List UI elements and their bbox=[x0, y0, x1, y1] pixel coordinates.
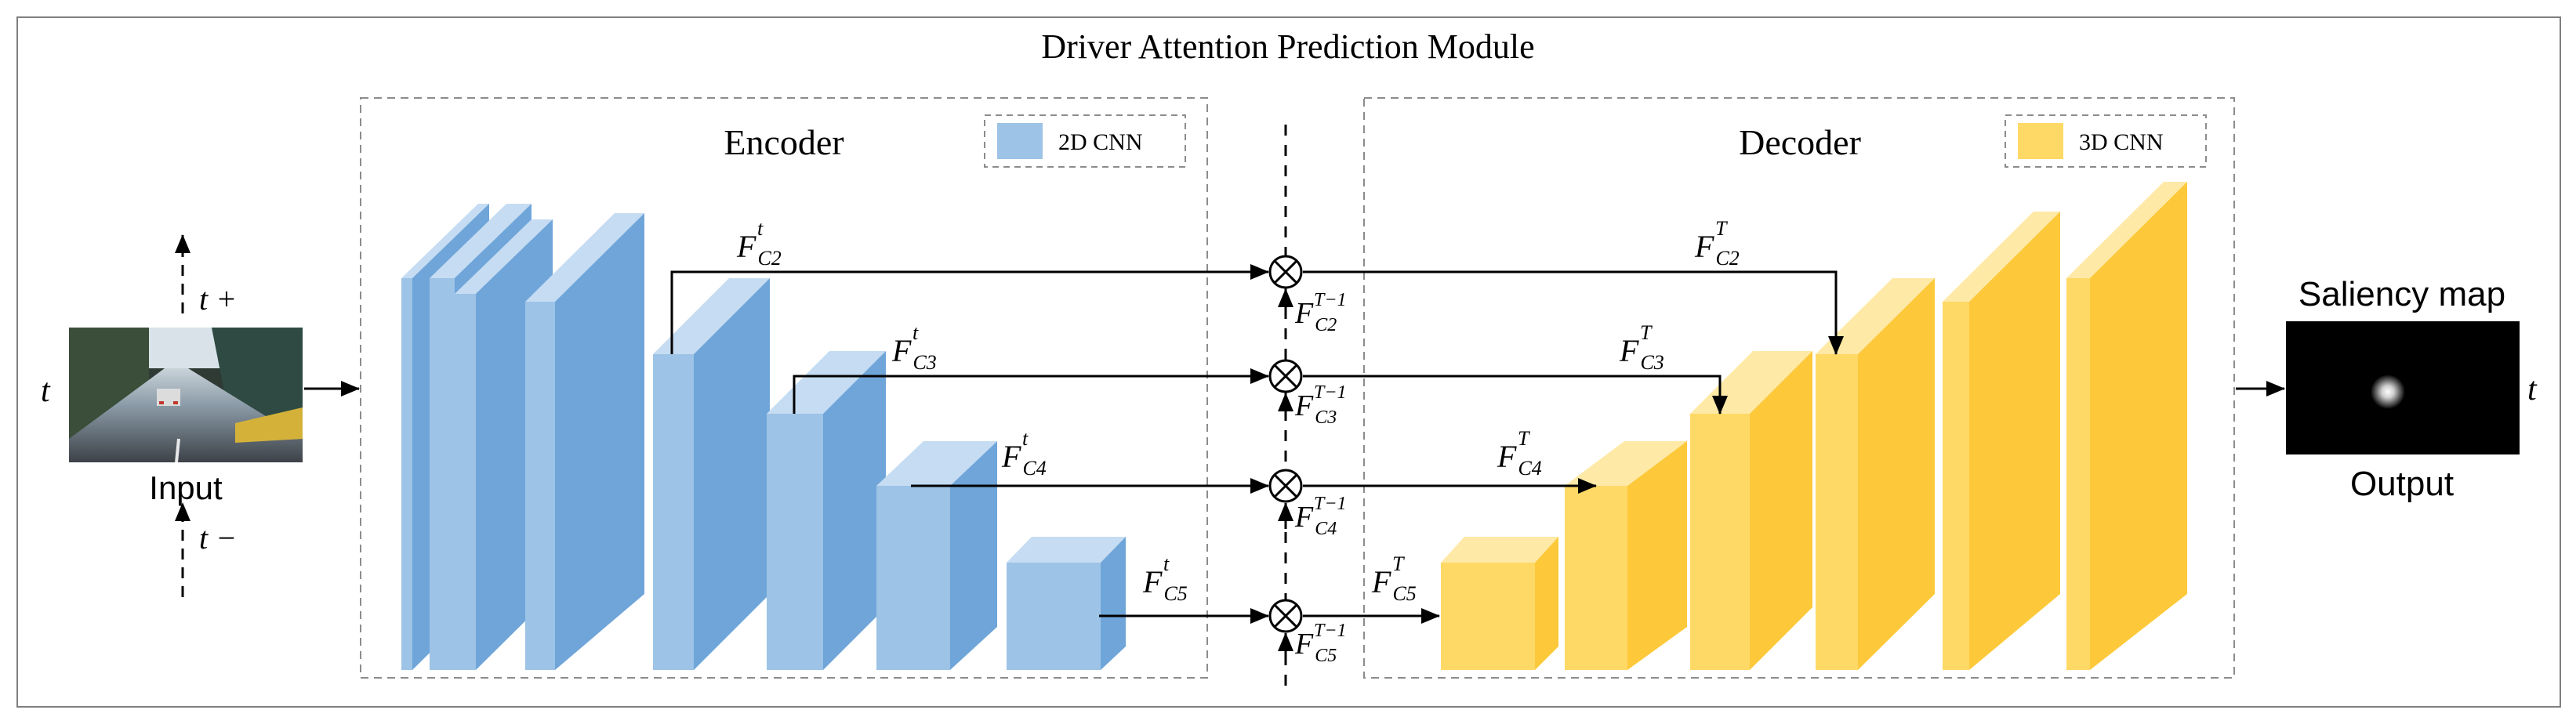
fusion-label-c3-sup: T−1 bbox=[1314, 382, 1347, 403]
skip-c2-decoder bbox=[1303, 270, 1844, 355]
decoder-feature-labels: FC2 T FC3 T FC4 T FC5 T bbox=[1371, 217, 1740, 605]
decoder-label-c5: FC5 bbox=[1371, 564, 1417, 605]
fusion-labels: FC2 T−1 FC3 T−1 FC4 T−1 FC5 T−1 bbox=[1294, 290, 1347, 666]
saliency-map-heading: Saliency map bbox=[2298, 275, 2505, 313]
decoder-box bbox=[1363, 97, 2235, 679]
encoder-label-c2: FC2 bbox=[736, 229, 782, 270]
decoder-legend-label: 3D CNN bbox=[2079, 129, 2164, 155]
encoder-label-c3: FC3 bbox=[891, 333, 937, 374]
decoder-legend-box bbox=[2005, 114, 2207, 168]
input-caption: Input bbox=[149, 469, 223, 506]
decoder-block-2 bbox=[1565, 441, 1687, 670]
fusion-label-c4: FC4 bbox=[1294, 501, 1337, 539]
module-title: Driver Attention Prediction Module bbox=[1041, 27, 1534, 66]
module-frame bbox=[16, 16, 2561, 708]
encoder-blocks bbox=[401, 204, 1126, 670]
encoder-legend-swatch bbox=[997, 123, 1043, 159]
skip-c3-encoder bbox=[793, 368, 1269, 414]
encoder-block-2 bbox=[525, 213, 644, 670]
encoder-label-c5: FC5 bbox=[1142, 564, 1188, 605]
fusion-op-c5 bbox=[1268, 599, 1303, 633]
encoder-block-6 bbox=[1007, 537, 1126, 670]
skip-c2-encoder bbox=[670, 264, 1269, 354]
decoder-label-c4: FC4 bbox=[1497, 439, 1542, 480]
decoder-title: Decoder bbox=[1739, 122, 1861, 162]
decoder-label-c2-sup: T bbox=[1715, 217, 1728, 240]
encoder-label-c2-sup: t bbox=[757, 217, 764, 240]
encoder-box bbox=[360, 97, 1208, 679]
decoder-label-c3: FC3 bbox=[1619, 333, 1664, 374]
skip-c3-decoder bbox=[1303, 375, 1728, 415]
input-time-label: t bbox=[41, 373, 51, 409]
decoder-block-4 bbox=[1816, 278, 1935, 670]
fusion-label-c4-sup: T−1 bbox=[1314, 494, 1347, 514]
decoder-blocks bbox=[1441, 182, 2187, 670]
decoder-block-5 bbox=[1943, 212, 2060, 670]
encoder-feature-labels: FC2 t FC3 t FC4 t FC5 t bbox=[736, 217, 1188, 605]
encoder-legend-label: 2D CNN bbox=[1058, 129, 1143, 155]
decoder-block-6 bbox=[2066, 182, 2187, 670]
future-label: t + bbox=[199, 281, 237, 317]
decoder-label-c2: FC2 bbox=[1694, 229, 1740, 270]
fusion-label-c2-sup: T−1 bbox=[1314, 290, 1347, 310]
encoder-block-5 bbox=[876, 441, 997, 670]
output-section: Saliency map t Output bbox=[2236, 275, 2538, 503]
fusion-label-c2: FC2 bbox=[1294, 297, 1337, 335]
decoder-label-c5-sup: T bbox=[1392, 552, 1405, 575]
decoder-label-c3-sup: T bbox=[1640, 321, 1653, 344]
encoder-label-c3-sup: t bbox=[912, 321, 919, 344]
output-caption: Output bbox=[2350, 465, 2454, 503]
encoder-legend-box bbox=[984, 114, 1186, 168]
fusion-op-c3 bbox=[1268, 359, 1303, 393]
encoder-block-3 bbox=[653, 278, 770, 670]
encoder-label-c4-sup: t bbox=[1022, 427, 1029, 450]
decoder-legend-swatch bbox=[2018, 123, 2063, 159]
past-label: t − bbox=[199, 520, 237, 556]
fusion-op-c4 bbox=[1268, 469, 1303, 503]
decoder-block-3 bbox=[1690, 351, 1812, 670]
fusion-label-c5-sup: T−1 bbox=[1314, 621, 1347, 641]
skip-connections bbox=[670, 264, 1844, 624]
saliency-map-image bbox=[2286, 321, 2520, 454]
encoder-label-c4: FC4 bbox=[1001, 439, 1047, 480]
input-section: t t + t − Input bbox=[41, 234, 360, 597]
fusion-label-c5: FC5 bbox=[1294, 628, 1337, 666]
encoder-block-4 bbox=[767, 351, 886, 670]
fusion-operators bbox=[1268, 255, 1303, 633]
fusion-label-c3: FC3 bbox=[1294, 389, 1337, 428]
input-frame-image bbox=[69, 328, 303, 463]
encoder-title: Encoder bbox=[724, 122, 844, 162]
output-time-label: t bbox=[2527, 371, 2538, 407]
decoder-block-1 bbox=[1441, 537, 1558, 670]
encoder-label-c5-sup: t bbox=[1163, 552, 1170, 575]
decoder-label-c4-sup: T bbox=[1518, 427, 1530, 450]
fusion-op-c2 bbox=[1268, 255, 1303, 289]
